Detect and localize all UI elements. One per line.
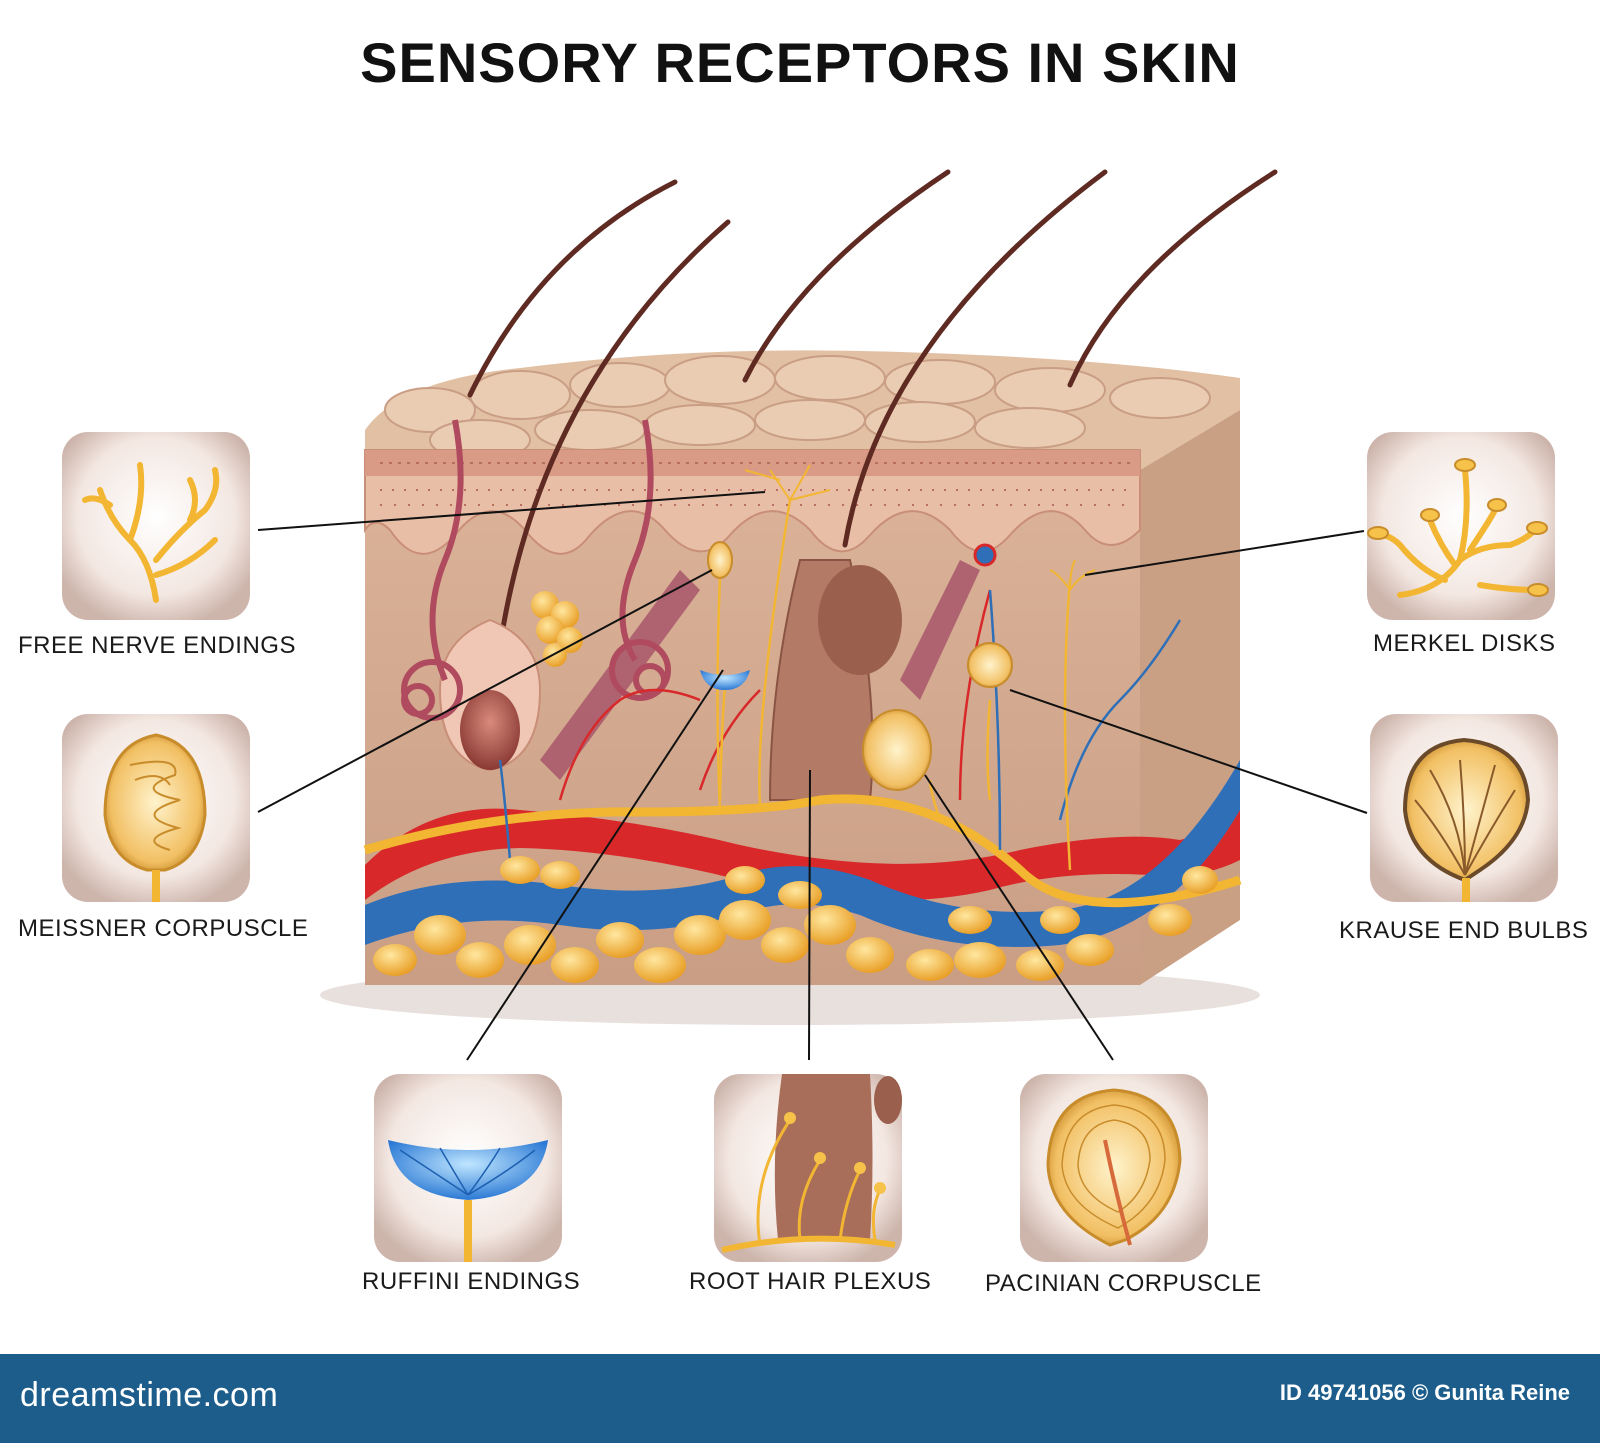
receptor-end-blue [973,543,997,567]
venules [498,589,1182,861]
krause-site [967,642,1013,688]
label-free-nerve-endings: FREE NERVE ENDINGS [18,632,296,659]
footer-bar: dreamstime.com ID 49741056 © Gunita Rein… [0,1354,1600,1443]
meissner-site [707,541,733,579]
label-merkel-disks: MERKEL DISKS [1373,630,1556,657]
pointer-lines [257,491,1368,1061]
label-meissner-corpuscle: MEISSNER CORPUSCLE [18,915,309,942]
skin-surface-cells [384,355,1211,461]
fat-cells [373,856,1218,983]
pacinian-corpuscle-icon [1020,1074,1208,1262]
label-ruffini-endings: RUFFINI ENDINGS [362,1268,581,1295]
label-root-hair-plexus: ROOT HAIR PLEXUS [689,1268,932,1295]
epidermis-texture [380,462,1130,506]
artery [365,808,1240,901]
label-pacinian-corpuscle: PACINIAN CORPUSCLE [985,1270,1262,1297]
footer-credit: ID 49741056 © Gunita Reine [1279,1380,1570,1405]
nerve-fibers [716,499,1072,871]
label-krause-end-bulbs: KRAUSE END BULBS [1339,917,1589,944]
merkel-disks-icon [1367,432,1555,620]
arrector-pili-muscles [540,560,980,780]
free-nerve-endings-icon [62,432,250,620]
sweat-glands [401,419,671,721]
free-nerve-endings-site [744,464,831,501]
merkel-site [1049,559,1096,591]
root-hair-plexus-icon [714,1074,902,1262]
hair-bulb-left [460,690,520,770]
vein [365,760,1240,947]
krause-end-bulbs-icon [1370,714,1558,902]
footer-brand[interactable]: dreamstime.com [20,1376,279,1414]
skin-diagram [62,169,1558,1262]
ruffini-endings-icon [374,1074,562,1262]
capillaries [558,589,992,801]
meissner-corpuscle-icon [62,714,250,902]
sebaceous-cluster [531,591,583,667]
pacinian-site [862,709,932,791]
main-nerve [363,794,1242,908]
diagram-title: SENSORY RECEPTORS IN SKIN [360,31,1240,94]
sebaceous-gland [818,565,902,675]
